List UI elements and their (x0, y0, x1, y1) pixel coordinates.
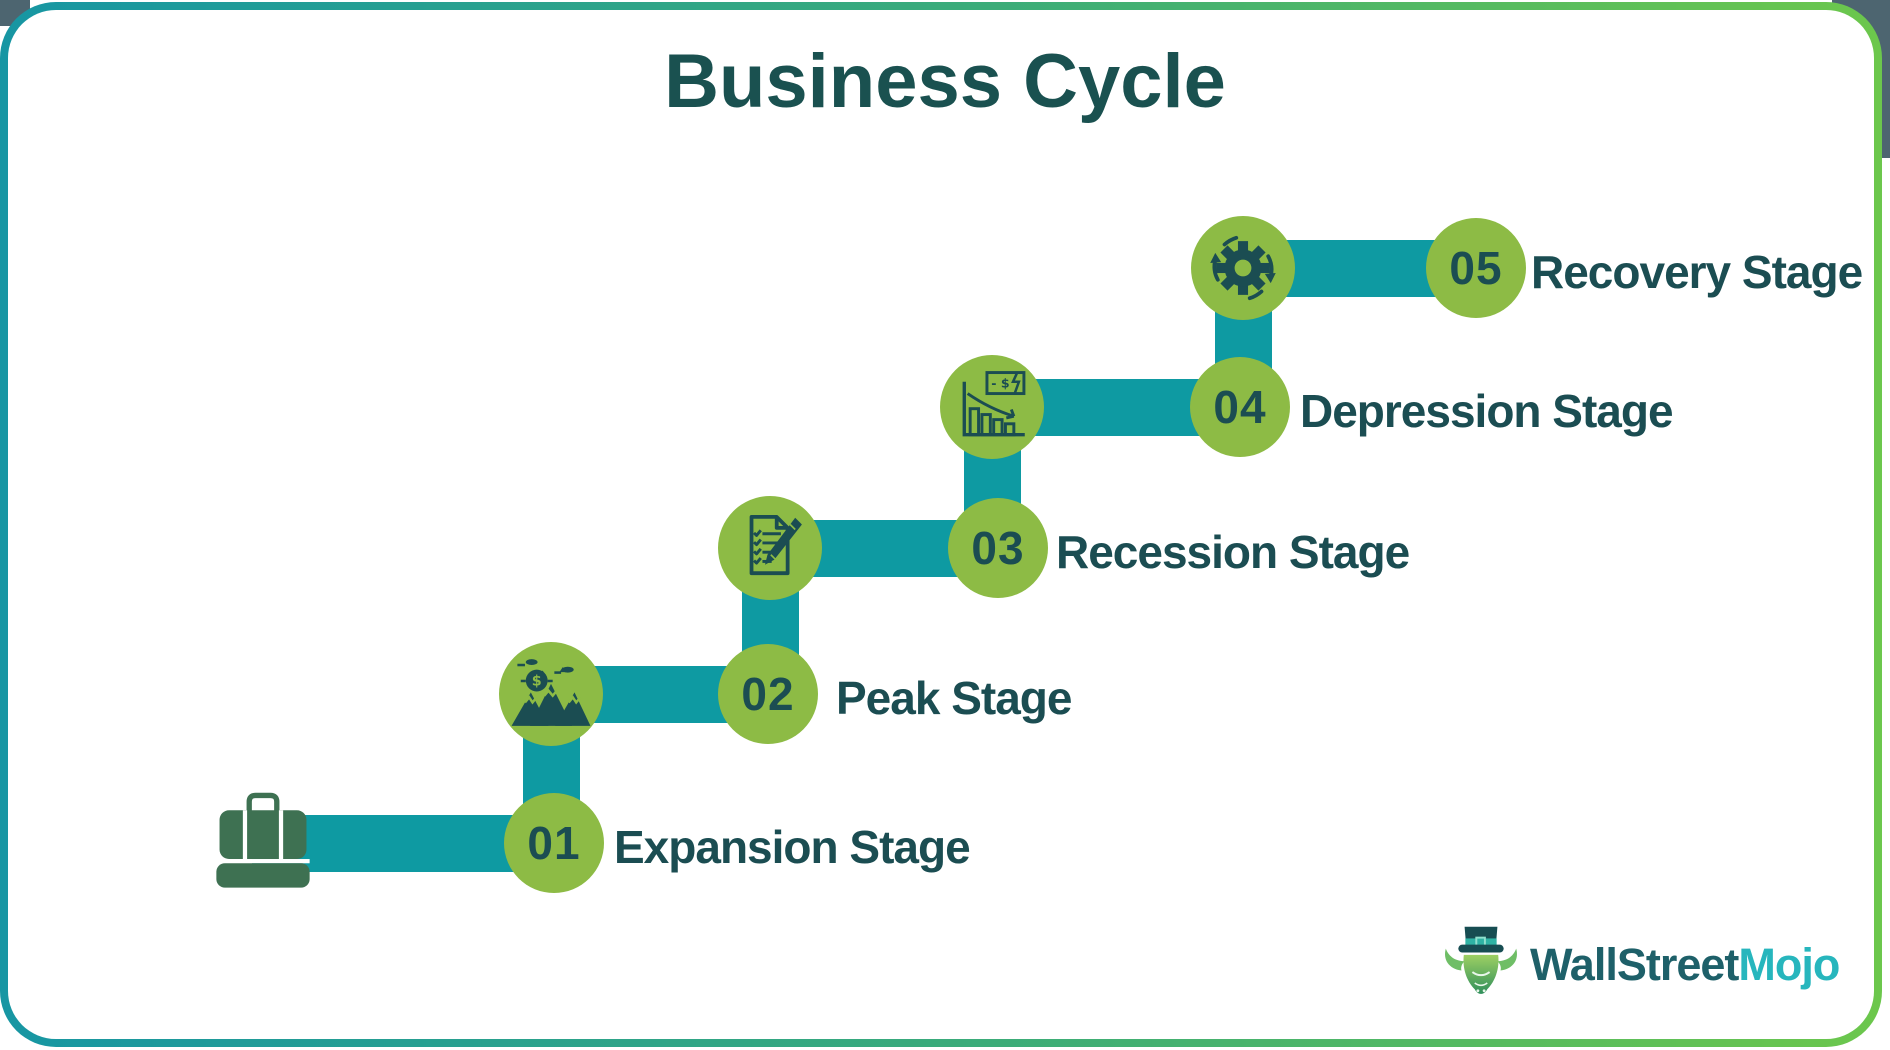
logo-text-wallstreet: WallStreet (1530, 939, 1739, 990)
stage-02-number-badge: 02 (718, 644, 818, 744)
stage-03-number-badge: 03 (948, 498, 1048, 598)
stage-01-label: Expansion Stage (614, 821, 971, 873)
stage-03-icon-circle (718, 496, 822, 600)
stage-02-label: Peak Stage (836, 672, 1072, 724)
stage-01-number-badge: 01 (504, 793, 604, 893)
stage-04-icon-circle: - $ (940, 355, 1044, 459)
stage-03-label: Recession Stage (1056, 526, 1410, 578)
stage-05-icon-circle (1191, 216, 1295, 320)
stage-05-label: Recovery Stage (1531, 246, 1863, 298)
mountain-peak-icon: $ (511, 659, 591, 726)
page-title: Business Cycle (664, 39, 1226, 124)
stage-02-icon-circle: $ (499, 642, 603, 746)
gear-cycle-icon (1210, 235, 1276, 301)
stage-04-label: Depression Stage (1300, 385, 1674, 437)
logo-wordmark: WallStreetMojo (1530, 939, 1840, 991)
svg-text:$: $ (532, 674, 542, 690)
briefcase-icon (210, 788, 316, 894)
checklist-pen-icon (749, 515, 802, 576)
logo-text-mojo: Mojo (1738, 939, 1840, 990)
svg-text:- $: - $ (991, 376, 1009, 391)
wallstreetmojo-logo: WallStreetMojo (1438, 918, 1840, 1012)
bull-with-hat-icon (1445, 926, 1517, 994)
declining-chart-money-icon: - $ (962, 371, 1026, 437)
stage-05-number-badge: 05 (1426, 218, 1526, 318)
stage-04-number-badge: 04 (1190, 357, 1290, 457)
